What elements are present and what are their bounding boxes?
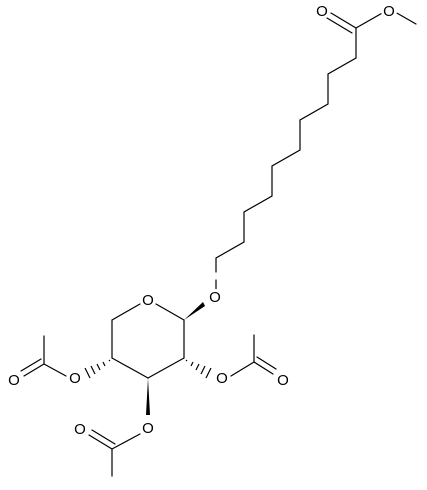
hashed-bond-c2-o bbox=[185, 359, 212, 379]
atom-c2-acetoxy-carbonyl-oxygen: O bbox=[275, 372, 291, 389]
bond-c3oac-double-a bbox=[88, 434, 113, 450]
wedge-bond-c3-o bbox=[146, 378, 150, 415]
svg-text:O: O bbox=[74, 421, 86, 438]
bond-c5-ring-o bbox=[111, 303, 141, 321]
atom-c4-acetoxy-oxygen: O bbox=[67, 370, 83, 387]
atom-c2-acetoxy-oxygen: O bbox=[214, 370, 230, 387]
bond-carbonyl-double-b bbox=[326, 17, 353, 34]
svg-text:O: O bbox=[8, 372, 20, 389]
atom-glycosidic-oxygen: O bbox=[207, 289, 223, 306]
bond-c2oac-double-b bbox=[256, 356, 277, 370]
atom-c3-acetoxy-carbonyl-oxygen: O bbox=[72, 421, 88, 438]
svg-text:O: O bbox=[69, 370, 81, 387]
atom-c3-acetoxy-oxygen: O bbox=[140, 420, 156, 437]
bond-c2oac-o-carbonyl bbox=[230, 361, 255, 377]
bond-c4oac-double-b bbox=[20, 358, 42, 372]
bond-ester-methyl bbox=[394, 11, 417, 25]
bond-c3oac-double-b bbox=[91, 429, 116, 445]
bond-layer bbox=[20, 11, 417, 477]
atom-ester-carbonyl-oxygen: O bbox=[314, 3, 330, 20]
svg-text:O: O bbox=[142, 420, 154, 437]
bond-c2oac-double-a bbox=[253, 361, 274, 375]
atom-ring-oxygen: O bbox=[140, 292, 156, 309]
bond-c3oac-o-carbonyl bbox=[111, 433, 141, 450]
svg-text:O: O bbox=[209, 289, 221, 306]
svg-text:O: O bbox=[383, 3, 395, 20]
bond-ring-o-c1 bbox=[155, 303, 185, 321]
svg-text:O: O bbox=[216, 370, 228, 387]
atom-c4-acetoxy-carbonyl-oxygen: O bbox=[6, 372, 22, 389]
bond-carbonyl-double-a bbox=[330, 12, 357, 29]
hashed-bond-c4-o bbox=[84, 359, 111, 379]
bond-c4oac-double-a bbox=[23, 363, 45, 377]
stereo-bond-layer bbox=[84, 302, 212, 415]
svg-text:O: O bbox=[277, 372, 289, 389]
svg-text:O: O bbox=[142, 292, 154, 309]
wedge-bond-c1-glycosidic-o bbox=[184, 302, 205, 320]
bond-alkyl-chain bbox=[215, 27, 357, 273]
bond-c3-c4 bbox=[111, 357, 149, 379]
bond-c4oac-o-carbonyl bbox=[43, 363, 67, 377]
bond-c2-c3 bbox=[147, 357, 185, 379]
atom-ester-ether-oxygen: O bbox=[381, 3, 397, 20]
bond-ester-o-carbonyl bbox=[355, 11, 385, 29]
svg-text:O: O bbox=[316, 3, 328, 20]
atom-label-layer: O O O O O O O O bbox=[6, 3, 397, 438]
